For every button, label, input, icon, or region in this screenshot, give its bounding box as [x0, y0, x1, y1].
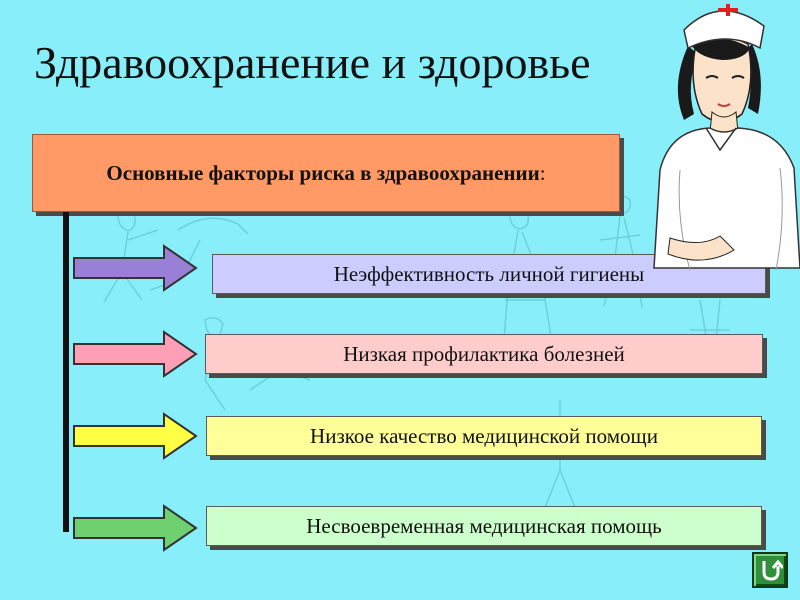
arrow-shape	[73, 244, 198, 292]
arrow-right-icon	[73, 244, 198, 292]
header-text: Основные факторы риска в здравоохранении	[106, 160, 540, 185]
factor-box: Неэффективность личной гигиены	[212, 254, 766, 294]
factor-box: Низкое качество медицинской помощи	[206, 416, 762, 456]
factor-label: Неэффективность личной гигиены	[333, 261, 645, 286]
return-button[interactable]	[752, 552, 788, 588]
arrow-right-icon	[73, 412, 198, 460]
page-title: Здравоохранение и здоровье	[34, 37, 591, 88]
factor-label: Низкая профилактика болезней	[343, 341, 625, 366]
factor-box: Несвоевременная медицинская помощь	[206, 506, 762, 546]
arrow-shape	[73, 330, 198, 378]
factor-label: Несвоевременная медицинская помощь	[306, 513, 662, 538]
header-colon: :	[539, 160, 546, 185]
risk-factors-header: Основные факторы риска в здравоохранении…	[32, 134, 620, 212]
connector-line	[63, 212, 69, 532]
nurse-illustration	[653, 4, 800, 270]
arrow-right-icon	[73, 504, 198, 552]
arrow-shape	[73, 504, 198, 552]
factor-box: Низкая профилактика болезней	[205, 334, 763, 374]
arrow-shape	[73, 412, 198, 460]
factor-label: Низкое качество медицинской помощи	[310, 423, 658, 448]
return-arrow-icon	[762, 559, 783, 581]
arrow-right-icon	[73, 330, 198, 378]
